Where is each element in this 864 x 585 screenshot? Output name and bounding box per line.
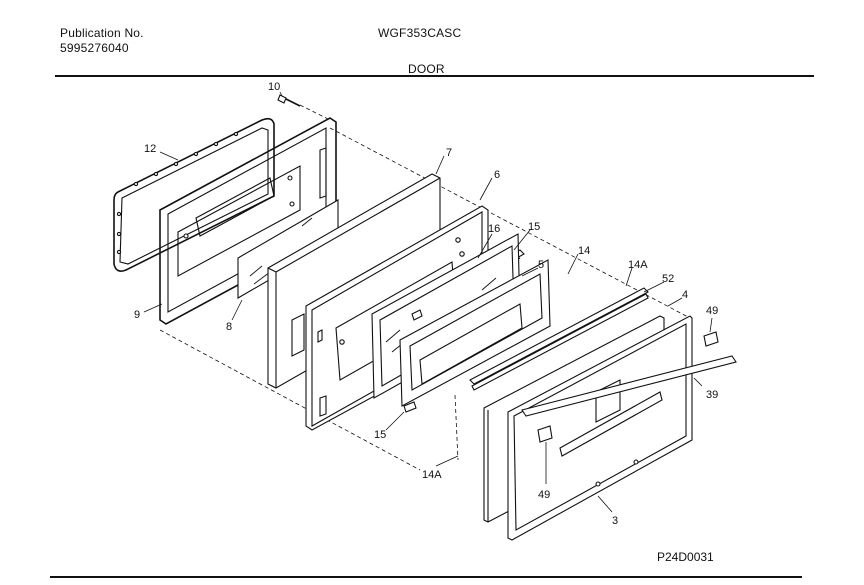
glass-clips — [403, 309, 423, 413]
callout-10: 10 — [268, 81, 280, 93]
callout-5: 5 — [538, 259, 544, 271]
callout-9: 9 — [134, 309, 140, 321]
callout-15-bottom: 15 — [374, 429, 386, 441]
callout-14a-top: 14A — [628, 259, 648, 271]
callout-14a-bottom: 14A — [422, 469, 442, 481]
callout-3: 3 — [612, 515, 618, 527]
gasket-clips — [116, 131, 239, 255]
spacers — [537, 331, 719, 443]
callout-7: 7 — [446, 147, 452, 159]
callout-16: 16 — [488, 223, 500, 235]
leader-lines — [143, 91, 713, 513]
screw — [277, 94, 301, 107]
callout-52: 52 — [662, 273, 674, 285]
publication-label: Publication No. — [60, 26, 144, 40]
callout-49-bottom: 49 — [538, 489, 550, 501]
callout-6: 6 — [494, 169, 500, 181]
header-rule — [55, 75, 814, 77]
footer-rule — [50, 576, 802, 578]
outer-door-panel — [507, 315, 693, 541]
callout-12: 12 — [144, 143, 156, 155]
callout-4: 4 — [682, 289, 688, 301]
callout-39: 39 — [706, 389, 718, 401]
publication-number: 5995276040 — [60, 41, 129, 55]
door-handle — [521, 355, 737, 417]
callout-15-top: 15 — [528, 221, 540, 233]
vent-trim — [469, 287, 649, 391]
model-number: WGF353CASC — [378, 26, 462, 40]
callout-49-right: 49 — [706, 305, 718, 317]
alignment-lines — [159, 104, 691, 471]
figure-code: P24D0031 — [657, 550, 714, 564]
callout-14: 14 — [578, 245, 590, 257]
door-gasket — [113, 117, 275, 272]
section-title: DOOR — [408, 62, 445, 76]
window-frame — [399, 259, 551, 407]
callout-8: 8 — [226, 321, 232, 333]
